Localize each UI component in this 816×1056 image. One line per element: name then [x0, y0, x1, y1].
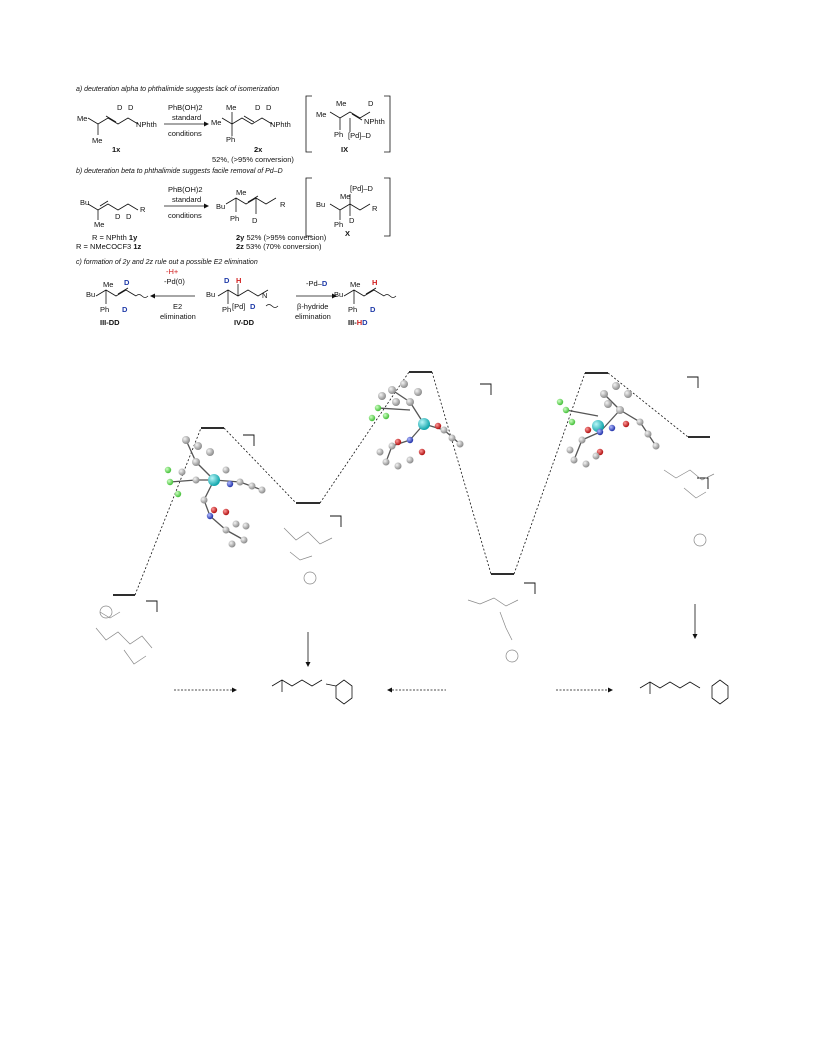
c-arrow-right-top: -Pd–D: [306, 279, 328, 288]
arrow-b-below: conditions: [168, 211, 202, 220]
prod-a-me1: Me: [226, 103, 237, 112]
c-right-bu: Bu: [334, 290, 344, 299]
prod-a-yield: 52%, (>95% conversion): [212, 155, 294, 164]
sm-b-r2: R = NMeCOCF3 1z: [76, 242, 142, 251]
grey-int-1: [95, 605, 153, 665]
int-ix-nphth: NPhth: [364, 117, 385, 126]
prod-b-y2: 2z 53% (70% conversion): [236, 242, 322, 251]
ts2-model: [368, 380, 464, 470]
c-right-label: III-HD: [348, 318, 368, 327]
sm-b-d2: D: [126, 212, 132, 221]
prod-a-d2: D: [266, 103, 272, 112]
arrow-a-above: standard: [172, 113, 202, 122]
grey-int-4: [663, 469, 715, 547]
int-ix-me: Me: [336, 99, 347, 108]
int-x-ph: Ph: [334, 220, 344, 229]
sm-b-d1: D: [115, 212, 121, 221]
int-x-label: X: [345, 229, 351, 238]
arrow-b-reagent: PhB(OH)2: [168, 185, 203, 194]
ts3-model: [556, 382, 660, 468]
prod-b-y1: 2y 52% (>95% conversion): [236, 233, 327, 242]
sm-a-d2: D: [128, 103, 134, 112]
c-left-d2: D: [122, 305, 128, 314]
grey-int-2: [283, 527, 333, 585]
c-center-ph: Ph: [222, 305, 232, 314]
int-x-r: R: [372, 204, 378, 213]
sm-b-bu: Bu: [80, 198, 90, 207]
int-ix-label: IX: [341, 145, 349, 154]
int-x-me: Me: [340, 192, 351, 201]
sm-a-me1: Me: [77, 114, 88, 123]
c-right-me: Me: [350, 280, 361, 289]
grey-int-3: [467, 597, 519, 663]
c-center-h: H: [236, 276, 242, 285]
arrow-a-below: conditions: [168, 129, 202, 138]
c-left-bu: Bu: [86, 290, 96, 299]
caption-c: c) formation of 2y and 2z rule out a pos…: [76, 259, 258, 266]
prod-b-me: Me: [236, 188, 247, 197]
prod-a-d1: D: [255, 103, 261, 112]
caption-a: a) deuteration alpha to phthalimide sugg…: [76, 86, 280, 93]
sm-b-me: Me: [94, 220, 105, 229]
sm-a-me2: Me: [92, 136, 103, 145]
sm-a-label: 1x: [112, 145, 121, 154]
c-arrow-right-bot1: β-hydride: [297, 302, 329, 311]
c-center-d1: D: [224, 276, 230, 285]
c-arrow-right-bot2: elimination: [295, 312, 331, 321]
prod-b-d: D: [252, 216, 258, 225]
c-center-d2: D: [250, 302, 256, 311]
prod-b-ph: Ph: [230, 214, 240, 223]
c-center-bu: Bu: [206, 290, 216, 299]
int-ix-me2: Me: [316, 110, 327, 119]
prod-b-bu: Bu: [216, 202, 226, 211]
sm-b-r1: R = NPhth 1y: [92, 233, 138, 242]
arrow-a-reagent: PhB(OH)2: [168, 103, 203, 112]
sm-a-d1: D: [117, 103, 123, 112]
c-left-d1: D: [124, 278, 130, 287]
c-left-ph: Ph: [100, 305, 110, 314]
int-x-pd-d: [Pd]–D: [350, 184, 373, 193]
ts1-model: [164, 436, 266, 548]
prod-a-ph: Ph: [226, 135, 236, 144]
product-right: [639, 679, 729, 705]
prod-a-label: 2x: [254, 145, 263, 154]
int-ix-ph: Ph: [334, 130, 344, 139]
c-left-me: Me: [103, 280, 114, 289]
int-x-bu: Bu: [316, 200, 326, 209]
sm-b-r: R: [140, 205, 146, 214]
int-x-d: D: [349, 216, 355, 225]
c-right-h: H: [372, 278, 378, 287]
c-arrow-left-bot2: elimination: [160, 312, 196, 321]
c-right-ph: Ph: [348, 305, 358, 314]
prod-b-r: R: [280, 200, 286, 209]
int-ix-d: D: [368, 99, 374, 108]
c-arrow-left-top2: -Pd(0): [164, 277, 185, 286]
c-arrow-left-bot1: E2: [173, 302, 183, 311]
c-arrow-left-top1: -H+: [166, 267, 179, 276]
arrow-b-above: standard: [172, 195, 202, 204]
product-center: [271, 679, 353, 705]
caption-b: b) deuteration beta to phthalimide sugge…: [76, 168, 283, 175]
int-ix-pd-d: [Pd]–D: [348, 131, 371, 140]
sm-a-nphth: NPhth: [136, 120, 157, 129]
prod-a-nphth: NPhth: [270, 120, 291, 129]
c-center-n: N: [262, 291, 268, 300]
c-center-pd: [Pd]: [232, 302, 246, 311]
c-right-d: D: [370, 305, 376, 314]
prod-a-me2: Me: [211, 118, 222, 127]
c-left-label: III-DD: [100, 318, 120, 327]
c-center-label: IV-DD: [234, 318, 255, 327]
